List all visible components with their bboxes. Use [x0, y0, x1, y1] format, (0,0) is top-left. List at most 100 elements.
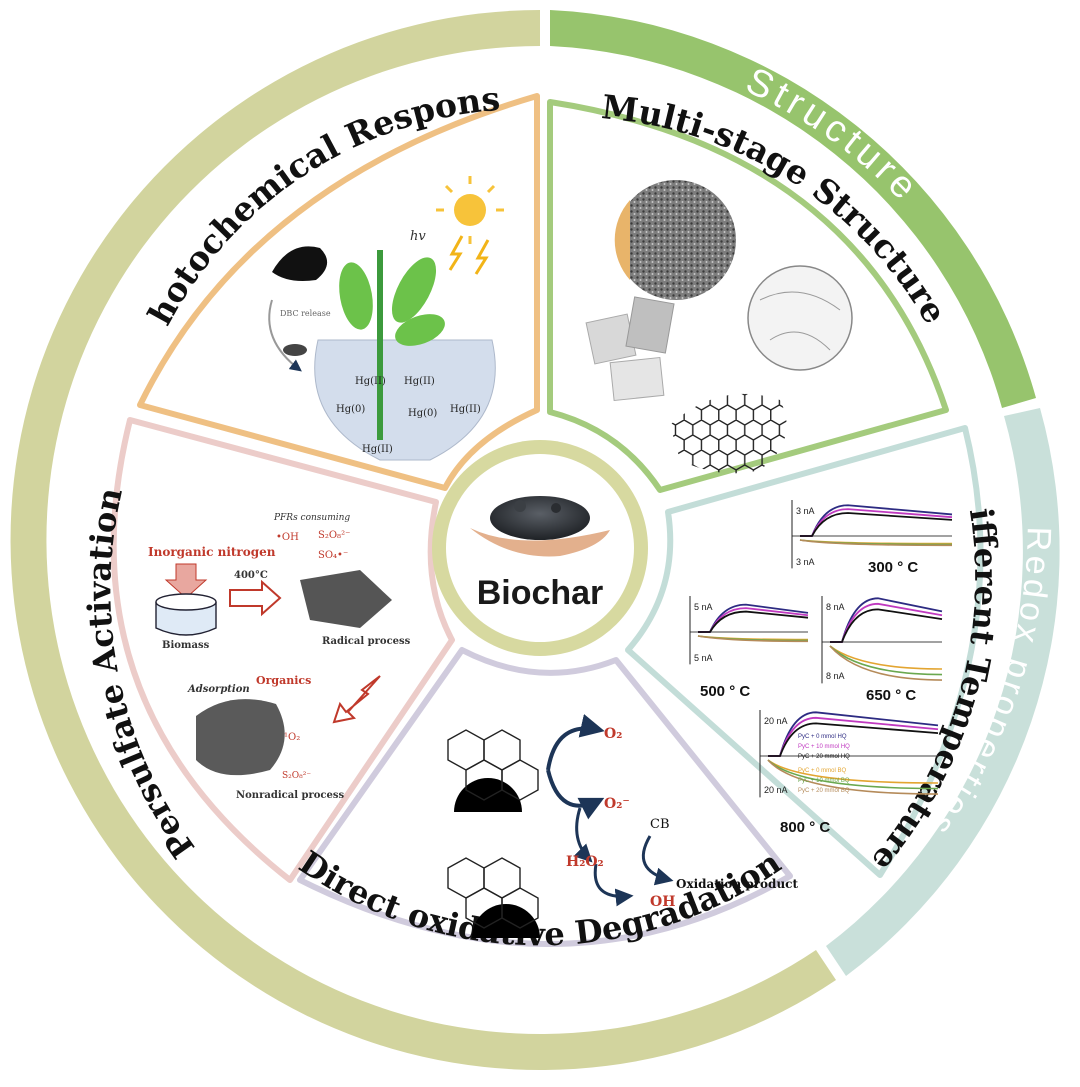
chart-series-line	[768, 722, 939, 757]
water-bowl	[314, 339, 496, 461]
plant-leaf	[339, 262, 373, 330]
biomass-container-top	[155, 593, 217, 611]
label-oh-radical: •OH	[276, 532, 299, 543]
chart-scale-label: 8 nA	[826, 602, 845, 612]
chart-series-line	[698, 610, 809, 633]
biochar-semicircle	[454, 778, 522, 812]
label-s2o8: S₂O₈²⁻	[318, 530, 350, 541]
chart-legend-entry: PyC + 20 mmol HQ	[798, 754, 850, 760]
reaction-arrow	[546, 769, 605, 820]
label-hg: Hg(II)	[450, 404, 481, 415]
chart-series-line	[767, 759, 939, 790]
temperature-label: 650 ° C	[866, 687, 916, 704]
chart-series-line	[829, 645, 943, 681]
reaction-arrow	[546, 714, 605, 771]
label-hg: Hg(II)	[404, 376, 435, 387]
label-organics: Organics	[256, 674, 311, 687]
temperature-charts: 3 nA 3 nA 5 nA 5 nA 8 nA 8 nA 20 nA 20 nA 300 ° …	[689, 500, 953, 836]
biochar-pile-icon	[272, 246, 328, 281]
chart-series-line	[830, 608, 943, 643]
temperature-label: 300 ° C	[868, 559, 918, 576]
chart-series-line	[767, 759, 939, 784]
photochemical-illustration: hv DBC release Hg(II) Hg(II) Hg(0) Hg(0)…	[268, 176, 504, 461]
chart-legend-entry: PyC + 10 mmol HQ	[798, 744, 850, 750]
label-temperature: 400°C	[234, 570, 268, 581]
dbc-particles	[283, 344, 307, 356]
sphere-texture	[759, 291, 841, 351]
chart-legend-entry: PyC + 0 mmol BQ	[798, 768, 847, 774]
label-hg: Hg(0)	[408, 408, 437, 419]
reaction-arrow	[641, 835, 674, 886]
temperature-label: 800 ° C	[780, 819, 830, 836]
label-h2o2: H₂O₂	[566, 854, 604, 870]
outer-ring-redox-segment	[826, 408, 1060, 976]
label-hg: Hg(II)	[362, 444, 393, 455]
biomass-container	[155, 602, 217, 636]
label-singlet-oxygen: ¹O₂	[284, 732, 300, 743]
chart-scale-label: 5 nA	[694, 602, 713, 612]
chart-series-line	[829, 645, 943, 670]
release-arrow	[268, 299, 302, 372]
label-hg: Hg(0)	[336, 404, 365, 415]
sun-rays	[436, 176, 504, 244]
chart-scale-label: 20 nA	[764, 785, 788, 795]
input-arrow	[164, 563, 208, 599]
persulfate-illustration: Inorganic nitrogen Biomass 400°C PFRs co…	[148, 513, 411, 801]
plant-leaf	[391, 257, 437, 323]
label-cb: CB	[650, 817, 670, 832]
chart-series-line	[697, 635, 809, 643]
lightning-icon	[474, 239, 490, 275]
label-hg: Hg(II)	[355, 376, 386, 387]
biochar-adsorbent	[196, 699, 285, 776]
degradation-illustration: O₂ O₂⁻ H₂O₂ OH CB Oxidation product	[447, 714, 798, 938]
chart-scale-label: 3 nA	[796, 557, 815, 567]
center-label: Biochar	[477, 574, 604, 612]
chart-legend-entry: PyC + 10 mmol BQ	[798, 778, 850, 784]
label-biomass: Biomass	[162, 640, 210, 651]
label-dbc: DBC release	[280, 309, 331, 318]
chart-scale-label: 5 nA	[694, 653, 713, 663]
structure-illustration	[585, 180, 853, 474]
chart-series-line	[799, 539, 953, 547]
pyrolysis-arrow	[229, 579, 282, 617]
label-oxidation-product: Oxidation product	[676, 877, 798, 891]
sun-icon	[454, 194, 486, 226]
sector-temperatures	[625, 425, 984, 878]
label-hv: hv	[410, 229, 426, 244]
label-nonradical-process: Nonradical process	[236, 790, 344, 801]
reaction-arrow	[593, 863, 634, 907]
label-o2-radical: O₂⁻	[604, 796, 630, 812]
outer-ring-structure-segment	[550, 10, 1036, 408]
label-inorganic-nitrogen: Inorganic nitrogen	[148, 545, 276, 559]
biochar-hand-icon	[470, 496, 610, 557]
sphere-section	[614, 200, 630, 280]
biochar-flake	[300, 570, 392, 628]
hollow-sphere-image	[747, 265, 853, 371]
label-radical-process: Radical process	[322, 636, 411, 647]
lightning-icon	[448, 235, 464, 271]
temperature-label: 500 ° C	[700, 683, 750, 700]
label-adsorption: Adsorption	[187, 684, 250, 695]
chart-scale-label: 20 nA	[764, 716, 788, 726]
molecule-structure	[447, 729, 539, 929]
reaction-arrow	[573, 807, 593, 863]
transition-arrow	[332, 675, 381, 724]
plant-leaf	[395, 314, 445, 346]
label-oh: OH	[650, 894, 675, 910]
porous-sphere-image	[616, 180, 736, 300]
label-s2o8-lower: S₂O₈²⁻	[282, 771, 311, 781]
label-pfrs: PFRs consuming	[273, 513, 350, 523]
label-o2: O₂	[604, 726, 622, 742]
chart-scale-label: 3 nA	[796, 506, 815, 516]
chart-series-line	[767, 759, 939, 795]
chart-legend-entry: PyC + 0 mmol HQ	[798, 734, 847, 740]
crystal-blocks-image	[585, 296, 675, 402]
chart-scale-label: 8 nA	[826, 671, 845, 681]
chart-legend-entry: PyC + 20 mmol BQ	[798, 788, 850, 794]
chart-series-line	[829, 645, 943, 676]
chart-series-line	[800, 512, 953, 537]
sector-persulfate	[110, 417, 455, 883]
label-so4: SO₄•⁻	[318, 550, 348, 561]
